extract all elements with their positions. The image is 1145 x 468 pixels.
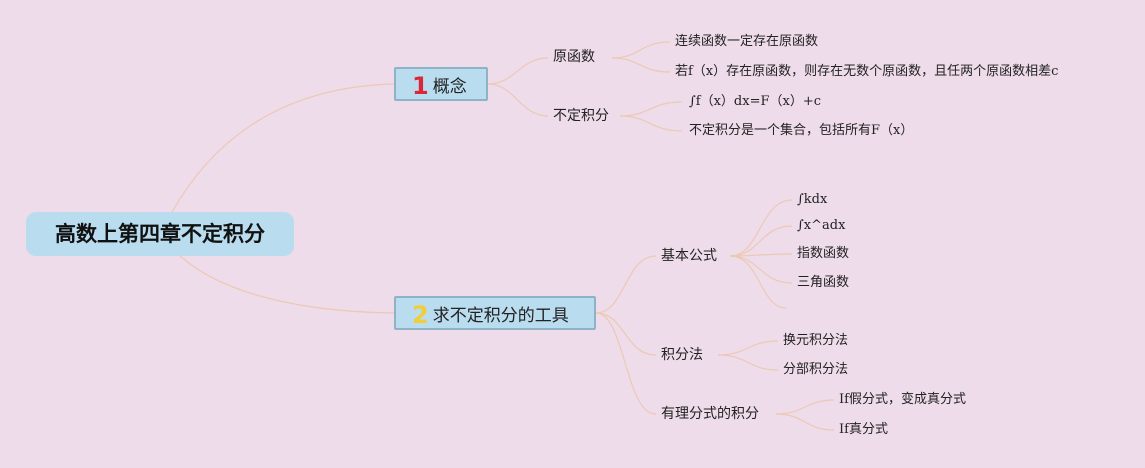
root-topic[interactable]: 高数上第四章不定积分 [26, 212, 294, 256]
leaf-node[interactable]: 换元积分法 [783, 333, 849, 348]
link-sub2-leaf1 [619, 101, 683, 117]
link-sub2-leaf2 [619, 115, 683, 132]
leaf-node[interactable]: ∫x^adx [797, 218, 846, 233]
link-yl-leaf1 [775, 399, 835, 415]
link-b2-sub1 [595, 255, 657, 314]
leaf-node[interactable]: If假分式，变成真分式 [839, 392, 966, 407]
leaf-node[interactable]: 连续函数一定存在原函数 [675, 34, 819, 49]
link-jf-leaf2 [717, 354, 779, 371]
link-jf-leaf1 [717, 340, 779, 356]
link-b2-sub3 [595, 312, 657, 415]
link-root-branch1 [171, 83, 395, 213]
leaf-node[interactable]: ∫kdx [797, 192, 828, 207]
subtopic-basic-formulas[interactable]: 基本公式 [661, 248, 717, 264]
badge-number-1: 1 [412, 72, 429, 100]
link-jb-leaf4 [729, 255, 793, 284]
leaf-node[interactable]: 若f（x）存在原函数，则存在无数个原函数，且任两个原函数相差c [675, 64, 1059, 79]
subtopic-integration-methods[interactable]: 积分法 [661, 347, 703, 363]
leaf-node[interactable]: If真分式 [839, 422, 888, 437]
branch-label: 求不定积分的工具 [432, 306, 569, 326]
link-sub1-leaf1 [611, 41, 671, 59]
subtopic-rational-fractions[interactable]: 有理分式的积分 [661, 406, 759, 422]
leaf-node[interactable]: 指数函数 [797, 246, 850, 261]
link-root-branch2 [179, 255, 395, 314]
leaf-node[interactable]: 不定积分是一个集合，包括所有F（x） [689, 123, 914, 138]
leaf-node[interactable]: ∫f（x）dx=F（x）+c [689, 94, 821, 109]
leaf-node[interactable]: 三角函数 [797, 275, 850, 290]
link-jb-leaf1 [729, 199, 793, 257]
subtopic-antiderivative[interactable]: 原函数 [553, 49, 595, 65]
link-jb-leaf5 [729, 255, 787, 309]
link-yl-leaf2 [775, 413, 835, 431]
link-sub1-leaf2 [611, 57, 671, 73]
link-b1-sub1 [487, 57, 549, 85]
badge-number-2: 2 [412, 301, 429, 329]
leaf-node[interactable]: 分部积分法 [783, 362, 849, 377]
link-b2-sub2 [595, 312, 657, 356]
branch-label: 概念 [432, 77, 467, 97]
link-jb-leaf2 [729, 225, 793, 257]
subtopic-indefinite-integral[interactable]: 不定积分 [553, 108, 609, 124]
link-b1-sub2 [487, 83, 549, 117]
